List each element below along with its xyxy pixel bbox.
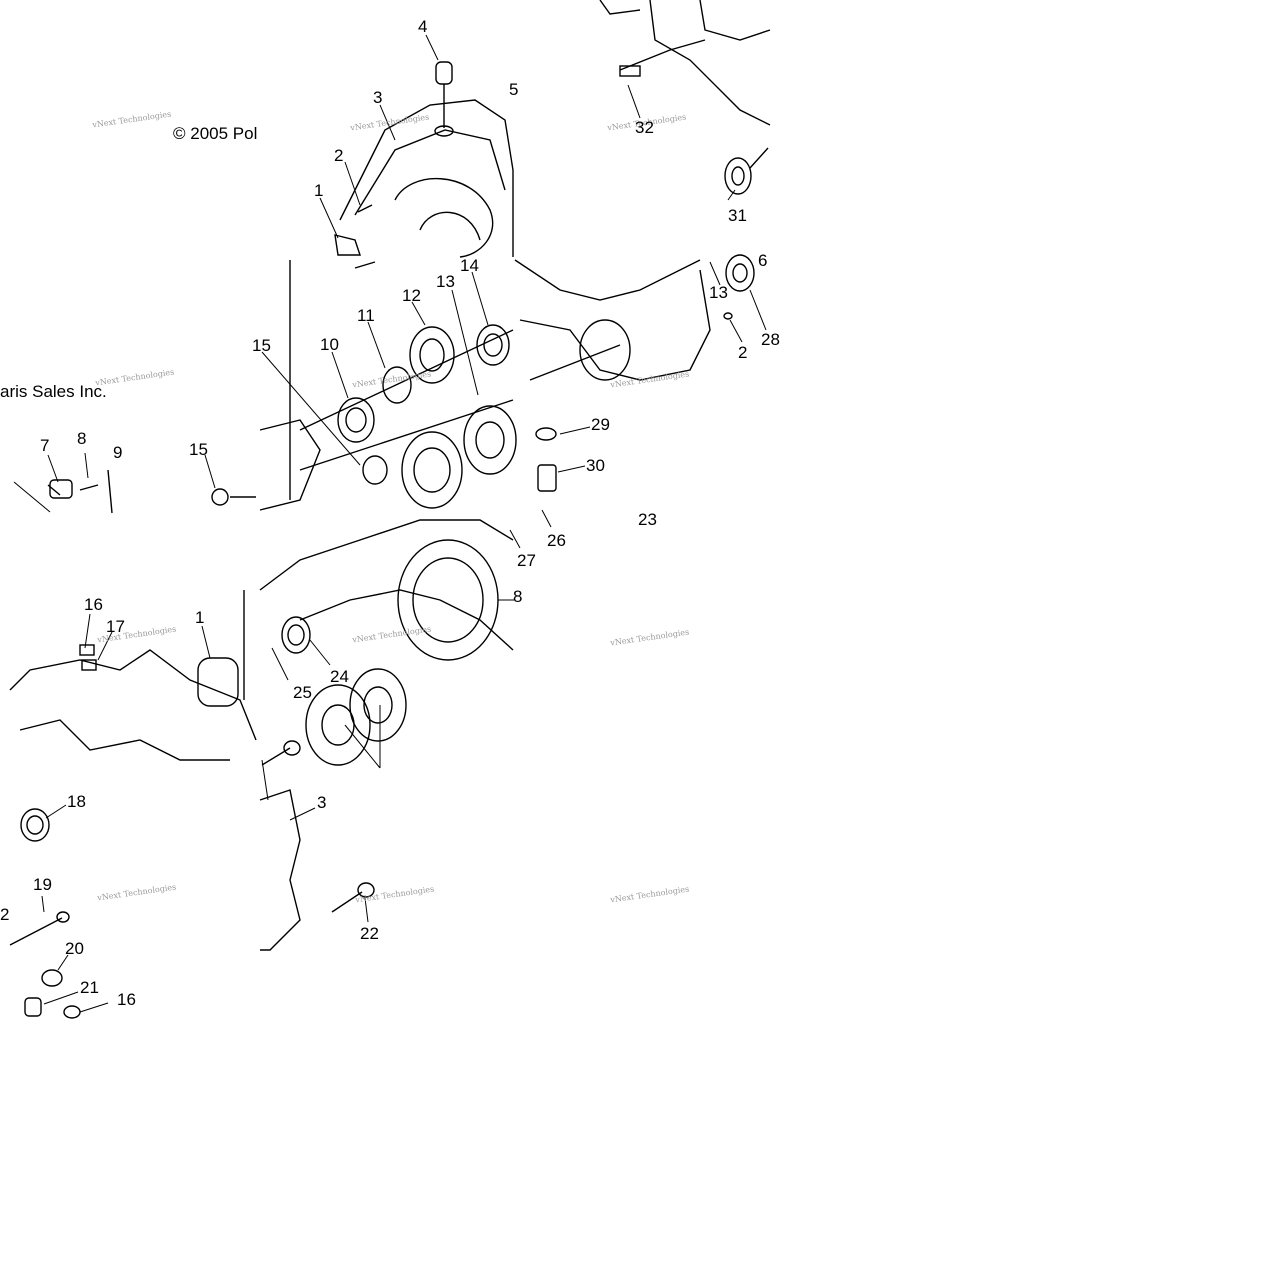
callout-label: 21: [80, 978, 99, 997]
callout-label: 3: [317, 793, 327, 812]
copyright-caption: © 2005 Pol: [173, 124, 258, 143]
callout-label: 12: [402, 286, 421, 305]
callout-label: 8: [77, 429, 87, 448]
callout-label: 17: [106, 617, 125, 636]
callout-label: 10: [320, 335, 339, 354]
callout-label: 28: [761, 330, 780, 349]
callout-label: 19: [33, 875, 52, 894]
callout-label: 2: [334, 146, 344, 165]
callout-label: 2: [0, 905, 10, 924]
callout-label: 30: [586, 456, 605, 475]
callout-label: 14: [460, 256, 479, 275]
callout-label: 16: [117, 990, 136, 1009]
callout-label: 23: [638, 510, 657, 529]
callout-label: 13: [436, 272, 455, 291]
callout-label: 4: [418, 17, 428, 36]
callout-label: 32: [635, 118, 654, 137]
callout-label: 1: [314, 181, 324, 200]
tile-top-right: [513, 0, 771, 257]
callout-label: 2: [738, 343, 748, 362]
callout-label: 1: [195, 608, 205, 627]
callout-label: 13: [709, 283, 728, 302]
tile-top-left: [0, 0, 256, 257]
callout-label: 29: [591, 415, 610, 434]
callout-label: 25: [293, 683, 312, 702]
callout-label: 31: [728, 206, 747, 225]
callout-label: 11: [357, 306, 375, 325]
callout-label: 18: [67, 792, 86, 811]
callout-label: 27: [517, 551, 536, 570]
callout-label: 26: [547, 531, 566, 550]
callout-label: 16: [84, 595, 103, 614]
callout-label: 24: [330, 667, 349, 686]
callout-label: 6: [758, 251, 768, 270]
sales-caption: aris Sales Inc.: [0, 382, 107, 401]
callout-label: 15: [189, 440, 208, 459]
callout-label: 9: [113, 443, 123, 462]
callout-label: 8: [513, 587, 523, 606]
callout-label: 15: [252, 336, 271, 355]
callout-label: 20: [65, 939, 84, 958]
callout-label: 22: [360, 924, 379, 943]
tile-top-center: [256, 0, 513, 257]
callout-label: 3: [373, 88, 383, 107]
callout-label: 7: [40, 436, 50, 455]
callout-label: 5: [509, 80, 519, 99]
